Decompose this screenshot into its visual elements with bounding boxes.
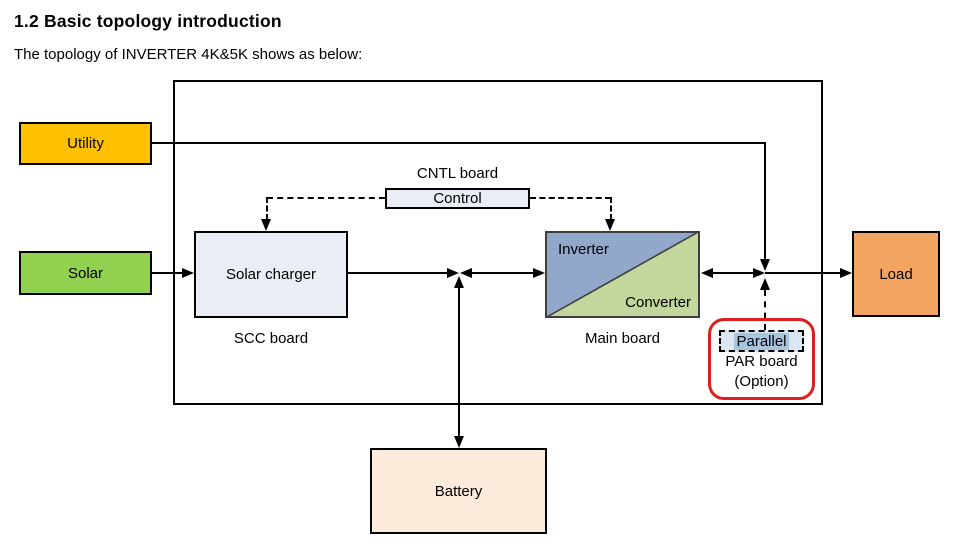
main-board-label: Main board — [584, 330, 661, 347]
control-to-inverter-dash-vertical — [610, 197, 612, 220]
control-to-charger-dash-vertical — [266, 197, 268, 220]
inverter-to-acbus-line — [713, 272, 754, 274]
acbus-to-load-line — [765, 272, 841, 274]
parallel-label: Parallel — [734, 332, 789, 350]
solar-to-charger-line — [152, 272, 184, 274]
par-option-label: (Option) — [734, 373, 789, 390]
arrowhead-control-to-charger — [261, 219, 271, 231]
arrowhead-into-battery — [454, 436, 464, 448]
arrowhead-utility-to-acbus — [760, 259, 770, 271]
par-board-label: PAR board — [725, 353, 798, 370]
inverter-label: Inverter — [558, 241, 609, 258]
control-node: Control — [385, 188, 530, 209]
control-label: Control — [433, 190, 482, 207]
cntl-board-label: CNTL board — [416, 165, 499, 182]
scc-board-label: SCC board — [233, 330, 309, 347]
load-label: Load — [879, 265, 913, 283]
inverter-enclosure-box — [173, 80, 823, 405]
arrowhead-dcbus-left — [460, 268, 472, 278]
converter-label: Converter — [625, 294, 691, 311]
utility-line-horizontal — [152, 142, 765, 144]
dcbus-to-battery-line — [458, 287, 460, 437]
solar-charger-label: Solar charger — [225, 266, 317, 283]
parallel-to-acbus-dash-vertical — [764, 290, 766, 330]
arrowhead-into-converter — [701, 268, 713, 278]
solar-node: Solar — [19, 251, 152, 295]
arrowhead-battery-up — [454, 276, 464, 288]
battery-node: Battery — [370, 448, 547, 534]
arrowhead-control-to-inverter — [605, 219, 615, 231]
page-subtitle: The topology of INVERTER 4K&5K shows as … — [14, 46, 363, 63]
arrowhead-parallel-to-acbus — [760, 278, 770, 290]
control-to-inverter-dash-horizontal — [530, 197, 611, 199]
control-to-charger-dash-horizontal — [267, 197, 385, 199]
par-board-highlight-outline — [708, 318, 815, 400]
solar-label: Solar — [67, 264, 104, 282]
parallel-node: Parallel — [719, 330, 804, 352]
utility-label: Utility — [67, 135, 104, 152]
load-node: Load — [852, 231, 940, 317]
arrowhead-inverter-to-acbus — [753, 268, 765, 278]
main-board-node: Inverter Converter — [545, 231, 700, 318]
battery-label: Battery — [434, 482, 483, 500]
arrowhead-into-inverter — [533, 268, 545, 278]
inverter-converter-diagonal-graphic — [545, 231, 700, 318]
utility-line-vertical — [764, 142, 766, 262]
utility-node: Utility — [19, 122, 152, 165]
arrowhead-into-charger — [182, 268, 194, 278]
arrowhead-into-load — [840, 268, 852, 278]
arrowhead-charger-to-dcbus — [447, 268, 459, 278]
dcbus-to-inverter-line — [470, 272, 534, 274]
charger-to-dcbus-line — [348, 272, 448, 274]
page-title: 1.2 Basic topology introduction — [14, 11, 282, 31]
solar-charger-node: Solar charger — [194, 231, 348, 318]
